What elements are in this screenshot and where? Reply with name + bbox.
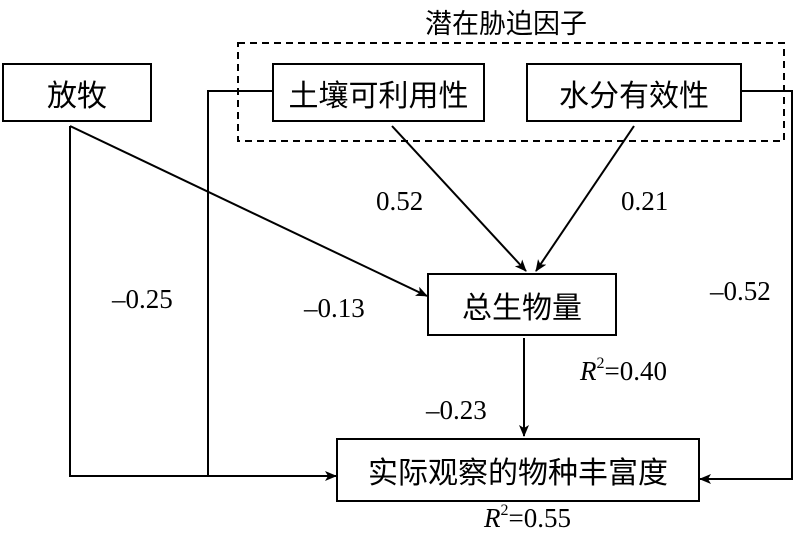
arrow-water-to-richness (699, 90, 793, 484)
coef-soil-to-biomass: 0.52 (376, 186, 424, 216)
r2-richness: R2=0.55 (484, 502, 571, 534)
r2-biomass: R2=0.40 (580, 355, 667, 387)
coef-water-to-biomass: 0.21 (621, 186, 669, 216)
arrow-water-to-biomass (535, 125, 635, 272)
latent-factors-title: 潜在胁迫因子 (425, 9, 587, 40)
coef-grazing-to-biomass: –0.13 (304, 293, 365, 323)
r2-richness-value: =0.55 (508, 503, 571, 533)
r2-symbol: R (580, 356, 597, 386)
r2-power: 2 (500, 502, 509, 519)
node-total-biomass: 总生物量 (427, 273, 617, 336)
coef-biomass-to-richness: –0.23 (426, 395, 487, 425)
node-observed-species-richness: 实际观察的物种丰富度 (336, 438, 700, 502)
node-soil-availability: 土壤可利用性 (272, 63, 485, 122)
r2-power: 2 (596, 355, 605, 372)
arrow-grazing-to-richness (69, 126, 337, 481)
coef-water-to-richness: –0.52 (710, 276, 771, 306)
coef-grazing-to-richness: –0.25 (112, 284, 173, 314)
r2-biomass-value: =0.40 (604, 356, 667, 386)
arrow-soil-to-biomass (391, 125, 527, 272)
node-water-availability: 水分有效性 (526, 63, 742, 122)
r2-symbol: R (484, 503, 501, 533)
line-soil-to-richness (207, 90, 272, 476)
node-grazing: 放牧 (2, 63, 152, 122)
arrow-grazing-to-biomass (69, 125, 428, 297)
